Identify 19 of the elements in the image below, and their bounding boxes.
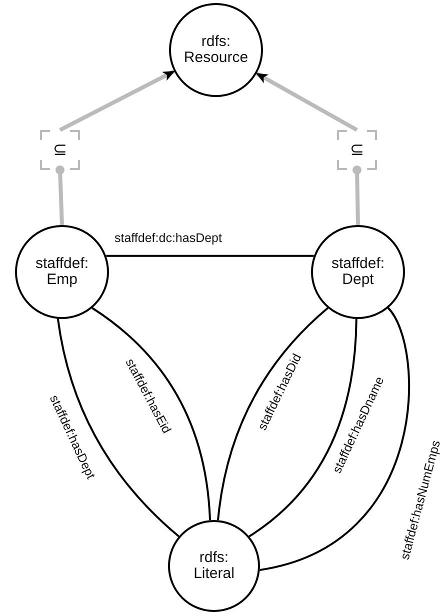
connector-line [248, 318, 358, 538]
subset-symbol: ⊆ [350, 140, 364, 160]
subset-box [337, 130, 377, 170]
connector-line [56, 166, 64, 226]
connector-line [352, 166, 362, 226]
subset-box [40, 130, 80, 170]
node-label: rdfs: Resource [182, 34, 250, 66]
arrow [59, 70, 176, 132]
node-label: staffdef: Dept [330, 256, 386, 288]
connector-line [260, 307, 410, 571]
connector-line [92, 307, 211, 520]
node-label: rdfs: Literal [192, 550, 236, 582]
subset-symbol: ⊆ [52, 140, 68, 160]
connector-line [106, 254, 314, 257]
connector-line [56, 318, 180, 538]
connector-line [217, 307, 328, 520]
node-label: staffdef: Emp [34, 256, 90, 288]
arrow [256, 72, 358, 132]
edge-label: staffdef:dc:hasDept [114, 231, 222, 245]
